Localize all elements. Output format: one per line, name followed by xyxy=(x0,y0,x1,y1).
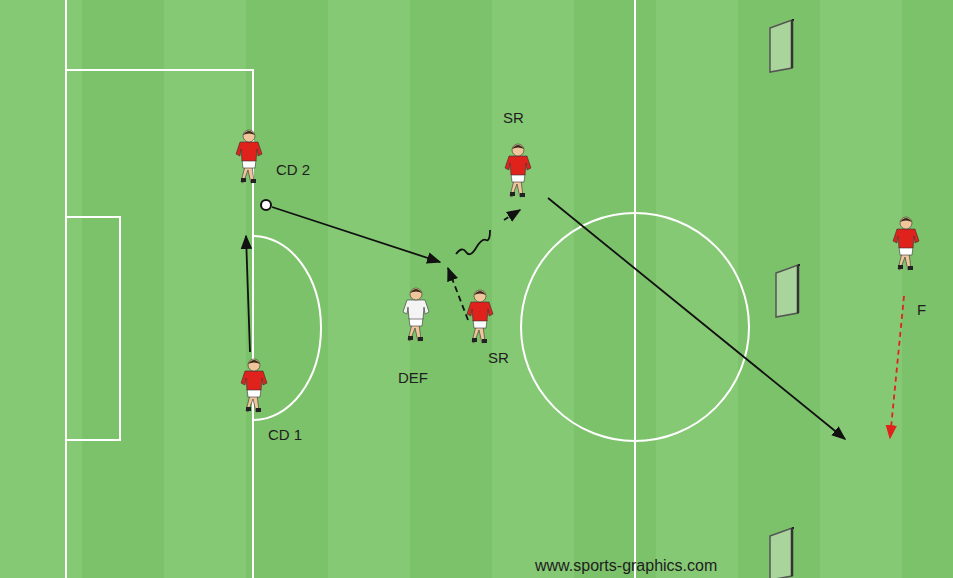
player-label: F xyxy=(917,302,926,317)
small-goals xyxy=(770,20,800,578)
pitch-lines xyxy=(66,0,749,578)
player-label: CD 2 xyxy=(276,162,310,177)
player-label: SR xyxy=(488,350,509,365)
watermark: www.sports-graphics.com xyxy=(535,558,717,574)
player-label: CD 1 xyxy=(268,427,302,442)
ball xyxy=(261,200,271,210)
movement-arrows xyxy=(246,198,904,439)
players xyxy=(236,130,919,412)
player-label: DEF xyxy=(398,370,428,385)
player-label: SR xyxy=(503,110,524,125)
